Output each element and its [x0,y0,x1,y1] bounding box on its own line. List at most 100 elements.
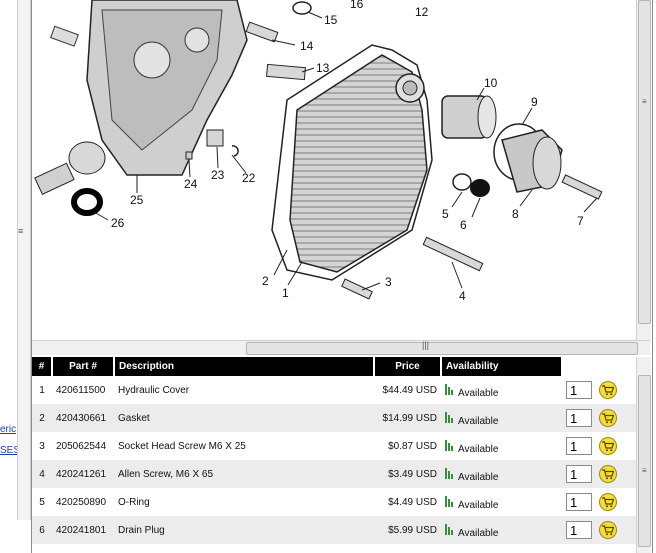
callout-14[interactable]: 14 [300,39,314,53]
cart-icon [601,525,614,536]
callout-10[interactable]: 10 [484,76,498,90]
diagram-horizontal-scroll-thumb[interactable] [246,342,638,355]
stock-level-icon [445,384,456,396]
add-to-cart-button[interactable] [598,521,617,539]
gasket-shape [271,44,433,281]
row-description: O-Ring [118,496,150,508]
row-price: $0.87 USD [388,440,437,452]
callout-5[interactable]: 5 [442,207,449,221]
table-row: 3 205062544 Socket Head Screw M6 X 25 $0… [32,432,636,460]
row-part-number: 420430661 [52,404,114,432]
header-price: Price [374,357,442,376]
callout-23[interactable]: 23 [211,168,225,182]
diagram-vertical-scrollbar[interactable]: ≡ [636,0,651,340]
callout-16[interactable]: 16 [350,0,364,11]
add-to-cart-button[interactable] [598,381,617,399]
diagram-svg: 15 16 12 14 13 10 9 5 6 8 7 3 4 2 1 22 2… [34,0,603,303]
row-description: Hydraulic Cover [118,384,190,396]
availability-text: Available [458,415,499,427]
row-order-controls [562,404,636,432]
quantity-input[interactable] [566,493,592,511]
callout-8[interactable]: 8 [512,207,519,221]
table-scroll-thumb[interactable]: ≡ [638,375,651,547]
callout-24[interactable]: 24 [184,177,198,191]
quantity-input[interactable] [566,465,592,483]
callout-26[interactable]: 26 [111,216,125,230]
callout-3[interactable]: 3 [385,275,392,289]
availability-text: Available [458,499,499,511]
callout-15[interactable]: 15 [324,13,338,27]
stock-level-icon [445,440,456,452]
callout-2[interactable]: 2 [262,274,269,288]
horizontal-scroll-grip-icon: ||| [422,340,430,350]
table-row: 6 420241801 Drain Plug $5.99 USD Availab… [32,516,636,544]
sidebar-link-1[interactable]: eric [0,424,17,435]
callout-4[interactable]: 4 [459,289,466,303]
row-availability: Available [441,432,562,460]
row-availability: Available [441,460,562,488]
row-description: Drain Plug [114,516,374,544]
quantity-input[interactable] [566,381,592,399]
availability-text: Available [458,387,499,399]
row-part-number: 420611500 [56,384,106,396]
table-row: 5 420250890 O-Ring $4.49 USD Available [32,488,636,516]
callout-7[interactable]: 7 [577,214,584,228]
add-to-cart-button[interactable] [598,409,617,427]
table-header-row: # Part # Description Price Availability [32,357,636,376]
row-description: Allen Screw, M6 X 65 [114,460,374,488]
cart-icon [601,441,614,452]
row-number: 3 [39,440,45,452]
stock-level-icon [445,524,456,536]
header-part-number: Part # [52,357,115,376]
quantity-input[interactable] [566,437,592,455]
row-order-controls [562,376,636,404]
row-number: 5 [39,496,45,508]
row-availability: Available [441,376,562,404]
add-to-cart-button[interactable] [598,493,617,511]
hydraulic-cover-shape [289,54,428,273]
sidebar-scrollbar[interactable] [17,0,31,520]
callout-9[interactable]: 9 [531,95,538,109]
callout-1[interactable]: 1 [282,286,289,300]
diagram-vertical-scroll-thumb[interactable]: ≡ [638,0,651,324]
row-price: $44.49 USD [382,384,437,396]
row-description: Gasket [114,404,374,432]
row-price: $5.99 USD [374,516,441,544]
callout-13[interactable]: 13 [316,61,330,75]
row-part-number: 420241801 [52,516,114,544]
quantity-input[interactable] [566,409,592,427]
cart-icon [601,497,614,508]
row-number: 4 [32,460,52,488]
cart-icon [601,413,614,424]
parts-table: # Part # Description Price Availability … [32,357,636,553]
row-description: Socket Head Screw M6 X 25 [118,440,246,452]
exploded-parts-diagram: 15 16 12 14 13 10 9 5 6 8 7 3 4 2 1 22 2… [32,0,636,340]
row-number: 6 [32,516,52,544]
table-vertical-scrollbar[interactable]: ≡ [636,357,651,553]
table-row: 2 420430661 Gasket $14.99 USD Available [32,404,636,432]
stock-level-icon [445,468,456,480]
add-to-cart-button[interactable] [598,465,617,483]
row-number: 2 [32,404,52,432]
table-row: 1 420611500 Hydraulic Cover $44.49 USD A… [32,376,636,404]
scroll-grip-icon: ≡ [642,97,647,106]
row-number: 1 [39,384,45,396]
left-sidebar: eric SES ≡ [0,0,31,553]
quantity-input[interactable] [566,521,592,539]
add-to-cart-button[interactable] [598,437,617,455]
parts-viewer: 15 16 12 14 13 10 9 5 6 8 7 3 4 2 1 22 2… [31,0,653,553]
callout-25[interactable]: 25 [130,193,144,207]
callout-6[interactable]: 6 [460,218,467,232]
row-price: $14.99 USD [374,404,441,432]
stock-level-icon [445,412,456,424]
diagram-horizontal-scrollbar[interactable]: ||| [32,340,650,355]
callout-22[interactable]: 22 [242,171,256,185]
availability-text: Available [458,471,499,483]
row-order-controls [562,460,636,488]
callout-12[interactable]: 12 [415,5,429,19]
row-availability: Available [441,488,562,516]
sidebar-link-2[interactable]: SES [0,445,17,456]
header-number: # [32,357,53,376]
row-part-number: 420241261 [52,460,114,488]
row-part-number: 420250890 [56,496,107,508]
